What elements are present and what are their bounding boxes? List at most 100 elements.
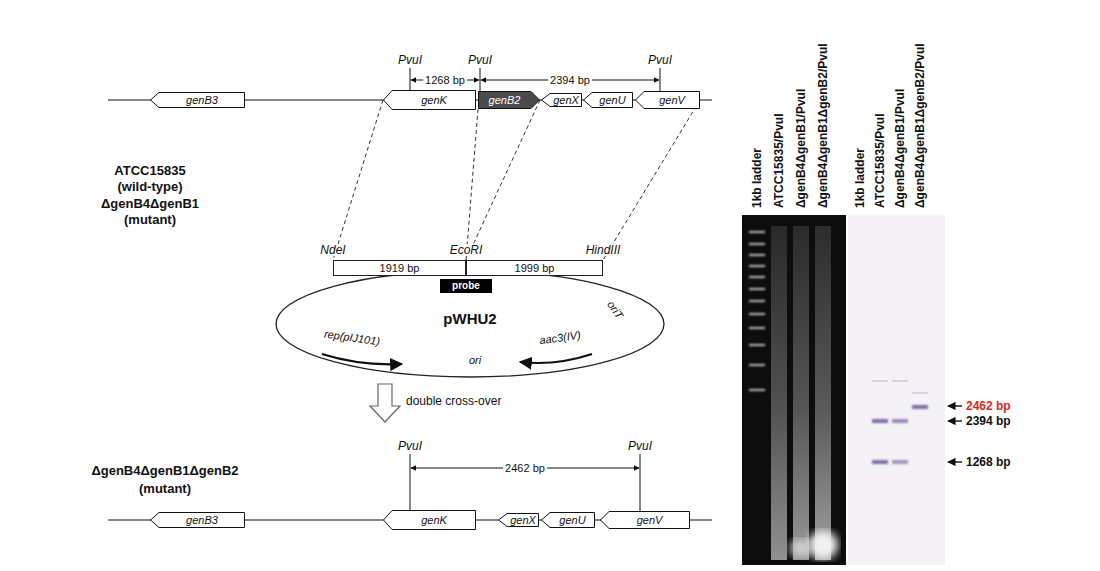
insert-fragment-text: 1999 bp [515,263,555,274]
strain-label: (mutant) [139,482,191,495]
site-tick [410,68,411,90]
gene-arrow-shape [584,93,633,108]
dna-blob [790,539,812,557]
insert-fragment-text: 1919 bp [380,263,420,274]
gene-arrow: genK [383,510,476,530]
dna-smear [815,226,831,560]
gene-arrow: genV [635,91,700,109]
lane-label: 1kb ladder [751,148,763,208]
band-pointer [948,420,962,421]
gene-arrow-shape [151,513,245,528]
gene-arrow-shape [384,511,476,530]
insert-fragment: 1919 bp [333,260,466,276]
plasmid-map-text: ori [469,355,481,366]
site-tick [640,454,641,511]
gene-arrow-text: genB2 [489,95,521,106]
gene-arrow-text: genX [510,515,536,526]
gene-arrow-text: genX [553,95,579,106]
dimension-label: 1268 bp [423,75,467,86]
restriction-site: NdeI [318,244,347,256]
gene-arrow: genK [383,90,476,110]
homology-guide-line [466,100,540,260]
band-size: 2394 bp [966,415,1011,427]
site-tick [410,454,411,510]
gene-arrow: genU [583,92,633,108]
agarose-gel [742,215,846,565]
restriction-site: PvuI [398,54,422,66]
plasmid-map-text: pWHU2 [443,311,496,326]
restriction-site: HindIII [584,244,623,256]
lane-label: ΔgenB4ΔgenB1/PvuI [894,89,906,208]
lane-label: ΔgenB4ΔgenB1ΔgenB2/PvuI [817,43,829,208]
process-label: double cross-over [406,395,501,407]
gene-arrow: genX [541,93,582,107]
gene-arrow: genB3 [150,512,245,528]
gene-arrow-shape [151,93,245,108]
gene-arrow-text: genU [599,95,625,106]
strain-label: (wild-type) [118,180,183,193]
hybridization-bands [872,405,928,464]
lane-label: ΔgenB4ΔgenB1/PvuI [795,89,807,208]
gene-arrow-shape [479,92,540,109]
probe-box: probe [440,279,492,293]
gene-arrow: genU [541,512,595,528]
site-tick [480,68,481,91]
gene-direction-arrow [322,354,402,364]
gene-arrow-shape [542,94,582,107]
gene-arrow-shape [499,514,539,527]
restriction-site: PvuI [468,54,492,66]
gene-arrow-text: genV [637,515,663,526]
gene-arrow-text: genU [559,515,585,526]
gene-direction-arrow [520,354,592,363]
homology-guide-line [603,100,700,260]
strain-label: ATCC15835 [114,164,185,177]
process-arrow [370,384,400,422]
gene-arrow-text: genK [421,95,447,106]
site-tick [660,68,661,91]
plasmid-map-text: aac3(IV) [539,330,582,347]
gene-arrow-shape [384,91,476,110]
restriction-site: PvuI [628,440,652,452]
probe-box-text: probe [452,281,480,291]
plasmid-map-text: oriT [605,299,625,321]
homology-guide-line [466,109,478,260]
gene-arrow: genX [498,513,539,527]
strain-label: ΔgenB4ΔgenB1 [101,197,199,210]
gene-arrow-shape [636,92,700,109]
southern-blot [848,215,945,565]
insert-fragment: 1999 bp [466,260,603,276]
lane-label: ATCC15835/PvuI [773,114,785,208]
restriction-site: EcoRI [448,244,485,256]
lane-label: ΔgenB4ΔgenB1ΔgenB2/PvuI [914,43,926,208]
ladder-bands [749,232,765,390]
restriction-site: PvuI [398,440,422,452]
gene-arrow-text: genV [659,95,685,106]
band-size: 2462 bp [966,400,1011,412]
dna-smear [793,226,809,560]
dimension-label: 2462 bp [503,463,547,474]
homology-guide-line [333,100,383,260]
gene-arrow: genB3 [150,92,245,108]
dna-blob [808,531,838,559]
strain-label: (mutant) [124,213,176,226]
gene-arrow-shape [542,513,595,528]
lane-label: ATCC15835/PvuI [874,114,886,208]
plasmid-circle [276,271,664,377]
band-size: 1268 bp [966,456,1011,468]
gene-arrow-text: genB3 [186,95,218,106]
restriction-site: PvuI [648,54,672,66]
band-pointer [948,405,962,406]
dna-smear [771,226,787,560]
faint-bands [872,380,928,394]
band-pointer [948,461,962,462]
gene-arrow: genV [600,511,690,529]
plasmid-map-text: rep(pIJ101) [323,329,380,348]
dimension-label: 2394 bp [548,75,592,86]
gene-arrow-text: genK [421,515,447,526]
strain-label: ΔgenB4ΔgenB1ΔgenB2 [91,464,238,477]
gene-arrow-text: genB3 [186,515,218,526]
gene-arrow-shape [601,512,690,529]
lane-label: 1kb ladder [854,148,866,208]
gene-arrow: genB2 [478,91,540,109]
